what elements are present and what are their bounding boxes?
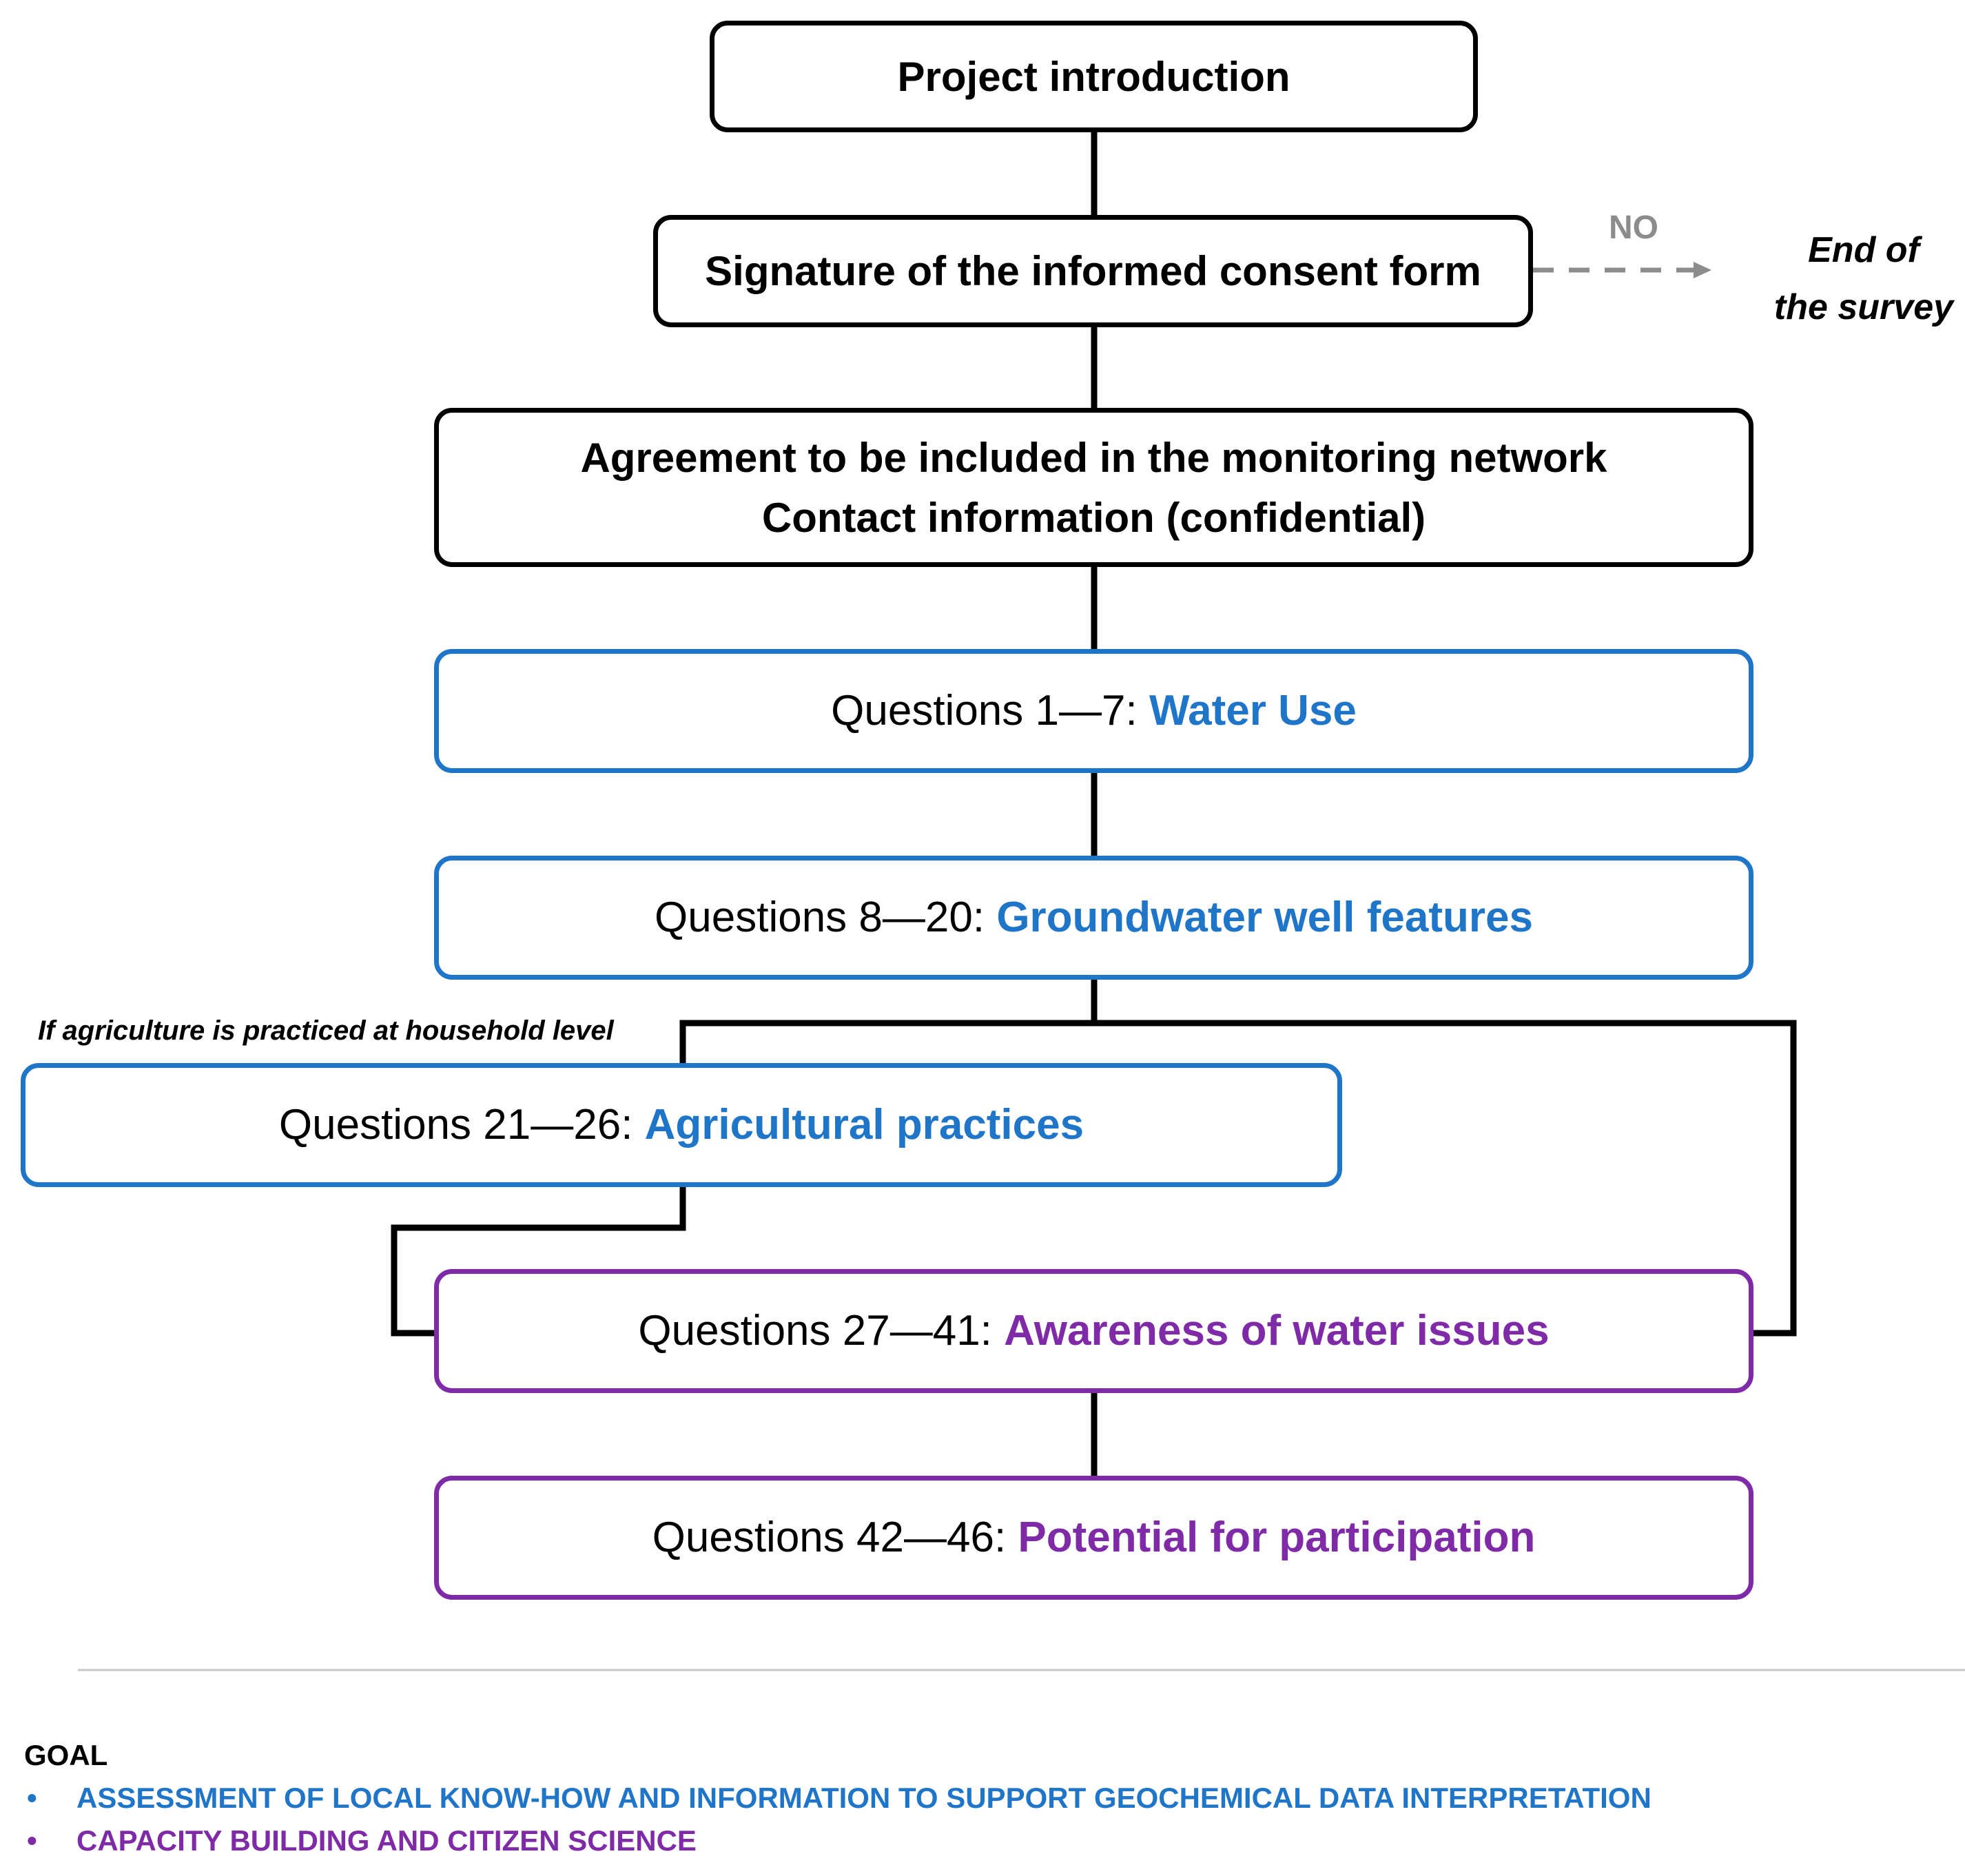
- end-of-survey-label: End of the survey: [1767, 222, 1960, 336]
- questions-groundwater-topic: Groundwater well features: [996, 893, 1533, 941]
- questions-groundwater-range: Questions 8—20:: [655, 893, 997, 941]
- questions-agriculture-topic: Agricultural practices: [644, 1100, 1084, 1148]
- goal-item-bullet: •: [27, 1782, 37, 1814]
- questions-water-use-box: Questions 1—7: Water Use: [434, 649, 1753, 773]
- goal-item-bullet: •: [27, 1824, 37, 1857]
- questions-awareness-range: Questions 27—41:: [638, 1306, 1005, 1354]
- goal-item-capacity: • CAPACITY BUILDING AND CITIZEN SCIENCE: [24, 1824, 697, 1857]
- questions-water-use-topic: Water Use: [1149, 686, 1357, 734]
- project-introduction-box: Project introduction: [710, 21, 1478, 132]
- informed-consent-box: Signature of the informed consent form: [653, 215, 1533, 327]
- end-of-survey-line1: End of: [1808, 230, 1920, 270]
- questions-agriculture-box: Questions 21—26: Agricultural practices: [21, 1063, 1342, 1187]
- connector-split-bypass: [1094, 1020, 1797, 1337]
- questions-groundwater-box: Questions 8—20: Groundwater well feature…: [434, 856, 1753, 980]
- connector-agriculture-awareness: [391, 1186, 686, 1337]
- goal-item-assessment: • ASSESSMENT OF LOCAL KNOW-HOW AND INFOR…: [24, 1782, 1652, 1815]
- monitoring-agreement-line1: Agreement to be included in the monitori…: [580, 434, 1607, 481]
- questions-agriculture-text: Questions 21—26: Agricultural practices: [279, 1100, 1084, 1151]
- questions-water-use-text: Questions 1—7: Water Use: [831, 686, 1357, 736]
- questions-awareness-box: Questions 27—41: Awareness of water issu…: [434, 1269, 1753, 1393]
- agriculture-condition-label: If agriculture is practiced at household…: [38, 1016, 614, 1046]
- connector-split-agriculture: [679, 1020, 1094, 1063]
- goal-item-text: ASSESSMENT OF LOCAL KNOW-HOW AND INFORMA…: [76, 1782, 1652, 1814]
- questions-awareness-text: Questions 27—41: Awareness of water issu…: [638, 1306, 1549, 1357]
- no-branch-arrow: [1533, 262, 1711, 278]
- questions-participation-box: Questions 42—46: Potential for participa…: [434, 1476, 1753, 1600]
- informed-consent-label: Signature of the informed consent form: [705, 248, 1481, 294]
- questions-participation-topic: Potential for participation: [1018, 1513, 1536, 1561]
- questions-participation-text: Questions 42—46: Potential for participa…: [652, 1512, 1536, 1563]
- questions-water-use-range: Questions 1—7:: [831, 686, 1149, 734]
- questions-groundwater-text: Questions 8—20: Groundwater well feature…: [655, 892, 1533, 943]
- goal-heading: GOAL: [24, 1739, 108, 1771]
- contact-information-line: Contact information (confidential): [761, 494, 1426, 541]
- questions-participation-range: Questions 42—46:: [652, 1513, 1018, 1561]
- goal-item-text: CAPACITY BUILDING AND CITIZEN SCIENCE: [76, 1824, 697, 1857]
- project-introduction-label: Project introduction: [897, 53, 1290, 100]
- end-of-survey-line2: the survey: [1773, 287, 1954, 328]
- questions-awareness-topic: Awareness of water issues: [1004, 1306, 1550, 1354]
- monitoring-agreement-box: Agreement to be included in the monitori…: [434, 408, 1753, 567]
- no-branch-label: NO: [1609, 209, 1658, 246]
- questions-agriculture-range: Questions 21—26:: [278, 1100, 645, 1148]
